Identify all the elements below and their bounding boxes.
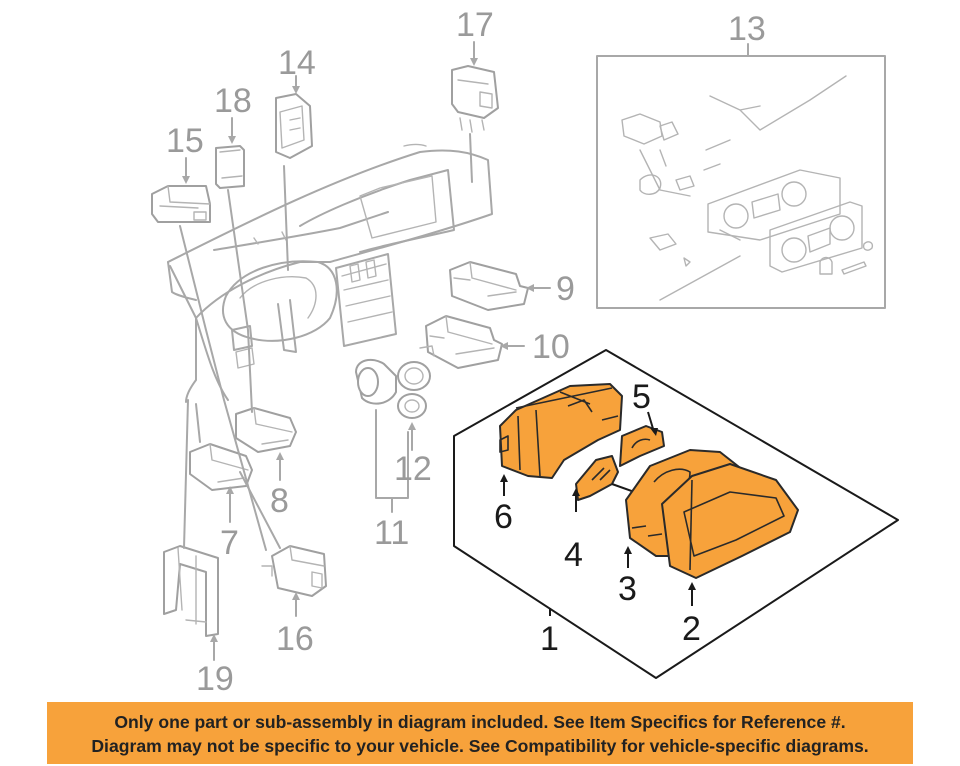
callout-10: 10 [532,328,570,366]
part-15-module [151,185,211,223]
callout-13: 13 [728,10,766,48]
callout-8: 8 [270,482,289,520]
part-13-hvac-box [596,43,886,309]
callout-7: 7 [220,524,239,562]
callout-11: 11 [374,514,409,552]
callout-17: 17 [456,6,494,44]
callout-5: 5 [632,378,651,416]
disclaimer-banner: Only one part or sub-assembly in diagram… [47,702,913,764]
part-1-assembly-box [453,349,899,679]
callout-18: 18 [214,82,252,120]
callout-2: 2 [682,610,701,648]
part-10-switch [419,315,503,369]
callout-3: 3 [618,570,637,608]
part-18-relay [215,145,245,189]
disclaimer-line-2: Diagram may not be specific to your vehi… [91,736,869,756]
callout-16: 16 [276,620,314,658]
callout-14: 14 [278,44,316,82]
part-6-housing[interactable] [499,383,623,479]
callout-4: 4 [564,536,583,574]
callout-numbers: 1 2 3 4 5 6 7 8 9 10 11 12 13 14 15 16 1… [166,6,766,698]
part-11-12-socket [355,358,431,513]
part-5-plate[interactable] [619,425,665,467]
part-2-lens[interactable] [661,463,799,579]
callout-9: 9 [556,270,575,308]
callout-1: 1 [540,620,559,658]
disclaimer-line-1: Only one part or sub-assembly in diagram… [114,712,846,732]
callout-6: 6 [494,498,513,536]
parts-diagram: 1 2 3 4 5 6 7 8 9 10 11 12 13 14 15 16 1… [151,6,899,698]
part-19-bracket [163,545,219,637]
part-16-module [261,545,327,597]
callout-12: 12 [394,450,432,488]
part-14-switch [275,93,313,159]
part-9-switch [449,261,529,311]
dashboard-outline [167,143,493,403]
part-8-switch [235,407,297,453]
part-17-switch [451,65,499,133]
callout-15: 15 [166,122,204,160]
callout-19: 19 [196,660,234,698]
callout-leaders [182,41,696,661]
ghost-leader-lines [179,133,473,551]
part-7-switch [189,443,253,491]
